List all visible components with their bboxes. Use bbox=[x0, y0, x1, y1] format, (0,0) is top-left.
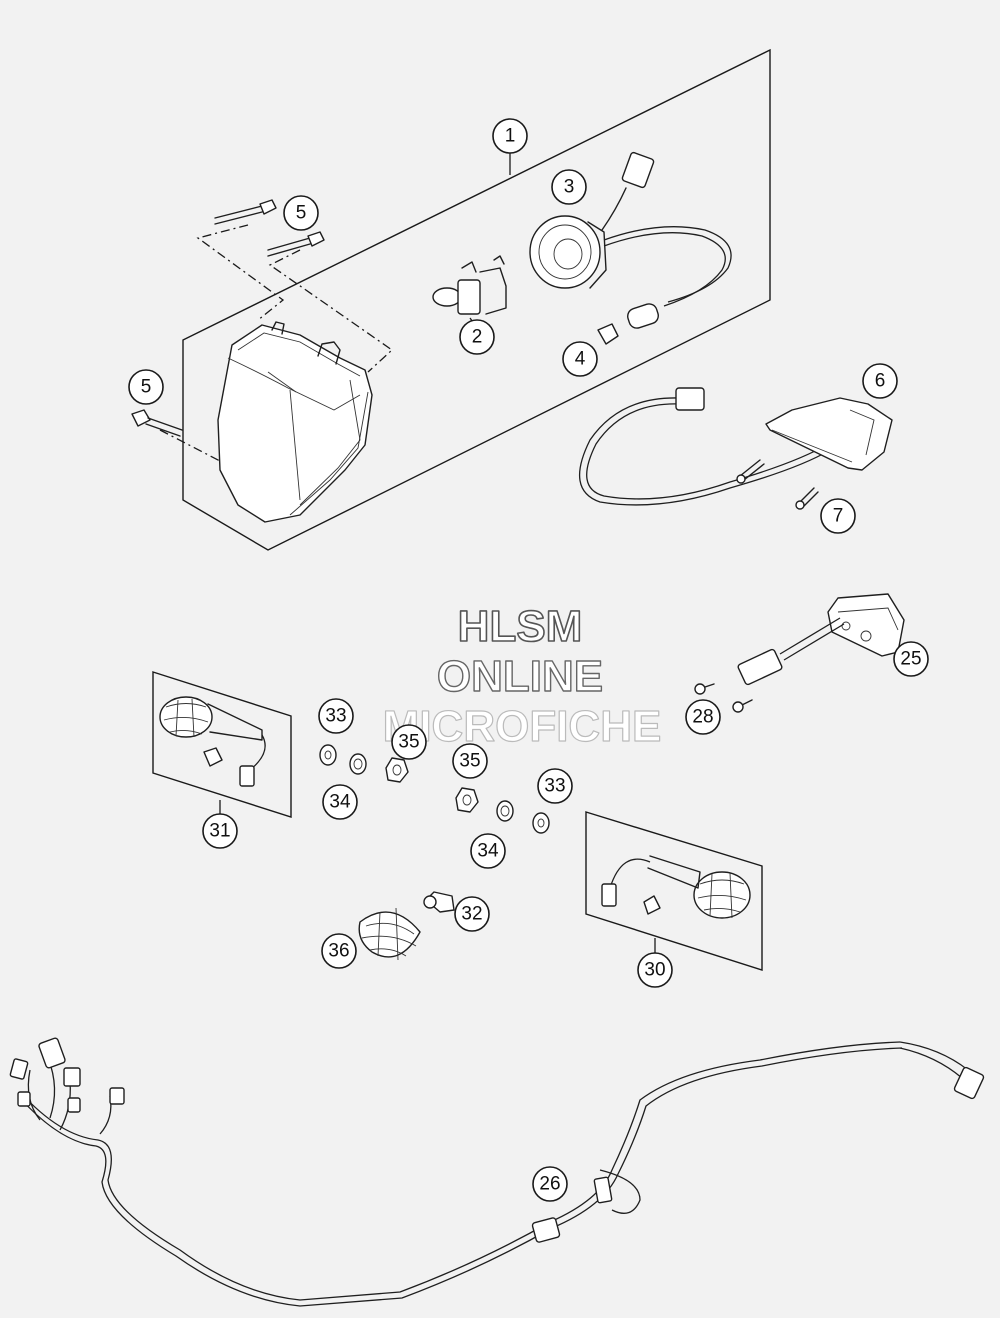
callout-1[interactable]: 1 bbox=[492, 118, 528, 154]
watermark-line-2: ONLINE bbox=[437, 652, 603, 701]
headlight-bulb[interactable] bbox=[432, 255, 507, 326]
callout-4[interactable]: 4 bbox=[562, 341, 598, 377]
callout-33-right[interactable]: 33 bbox=[537, 768, 573, 804]
bolt-upper-2[interactable] bbox=[267, 231, 325, 257]
parking-light-cable[interactable] bbox=[597, 226, 732, 345]
watermark: HLSM ONLINE MICROFICHE bbox=[382, 601, 662, 751]
svg-text:4: 4 bbox=[575, 349, 586, 370]
wiring-harness[interactable] bbox=[9, 1037, 985, 1307]
mounting-dash-lines bbox=[159, 224, 394, 463]
callout-34-left[interactable]: 34 bbox=[322, 784, 358, 820]
screw-part-7-a[interactable] bbox=[736, 459, 765, 484]
turn-signal-left-frame bbox=[152, 671, 292, 818]
bolt-upper-1[interactable] bbox=[214, 199, 277, 225]
bulb-socket[interactable] bbox=[529, 151, 655, 289]
callout-32[interactable]: 32 bbox=[454, 896, 490, 932]
washer-33-left[interactable] bbox=[319, 744, 337, 766]
callout-35-left[interactable]: 35 bbox=[391, 724, 427, 760]
svg-text:28: 28 bbox=[692, 707, 713, 728]
svg-text:36: 36 bbox=[328, 941, 349, 962]
license-plate-light[interactable] bbox=[737, 593, 905, 686]
turn-signal-bulb[interactable] bbox=[423, 891, 455, 913]
callout-36[interactable]: 36 bbox=[321, 933, 357, 969]
watermark-line-3: MICROFICHE bbox=[383, 702, 662, 751]
svg-text:34: 34 bbox=[329, 792, 351, 813]
svg-text:1: 1 bbox=[505, 126, 516, 147]
nut-35-right[interactable] bbox=[455, 787, 479, 813]
callout-3[interactable]: 3 bbox=[551, 169, 587, 205]
svg-text:33: 33 bbox=[325, 706, 346, 727]
headlight-housing[interactable] bbox=[217, 321, 373, 523]
svg-text:35: 35 bbox=[459, 751, 480, 772]
turn-signal-right[interactable] bbox=[601, 855, 751, 919]
callout-6[interactable]: 6 bbox=[862, 363, 898, 399]
turn-signal-right-frame bbox=[585, 811, 763, 971]
lock-washer-34-right[interactable] bbox=[496, 800, 514, 822]
callout-5-lower[interactable]: 5 bbox=[128, 369, 164, 405]
svg-text:5: 5 bbox=[141, 377, 152, 398]
callout-33-left[interactable]: 33 bbox=[318, 698, 354, 734]
screws-part-28[interactable] bbox=[694, 683, 753, 713]
headlight-assembly-frame bbox=[182, 48, 771, 551]
callout-35-right[interactable]: 35 bbox=[452, 743, 488, 779]
callout-30[interactable]: 30 bbox=[637, 952, 673, 988]
svg-text:35: 35 bbox=[398, 732, 419, 753]
washer-33-right[interactable] bbox=[532, 812, 550, 834]
svg-text:26: 26 bbox=[539, 1174, 560, 1195]
callout-26[interactable]: 26 bbox=[532, 1166, 568, 1202]
nut-35-left[interactable] bbox=[385, 757, 409, 783]
callout-25[interactable]: 25 bbox=[893, 641, 929, 677]
svg-text:33: 33 bbox=[544, 776, 565, 797]
svg-text:6: 6 bbox=[875, 371, 886, 392]
svg-text:30: 30 bbox=[644, 960, 665, 981]
svg-text:34: 34 bbox=[477, 841, 499, 862]
watermark-line-1: HLSM bbox=[458, 602, 583, 651]
bolt-lower[interactable] bbox=[131, 409, 183, 437]
callout-28[interactable]: 28 bbox=[685, 699, 721, 735]
svg-text:25: 25 bbox=[900, 649, 921, 670]
screw-part-7-b[interactable] bbox=[795, 487, 819, 510]
svg-text:5: 5 bbox=[296, 203, 307, 224]
callout-34-right[interactable]: 34 bbox=[470, 833, 506, 869]
svg-text:32: 32 bbox=[461, 904, 482, 925]
svg-text:31: 31 bbox=[209, 821, 230, 842]
turn-signal-lens[interactable] bbox=[358, 907, 421, 961]
callout-2[interactable]: 2 bbox=[459, 319, 495, 355]
svg-text:3: 3 bbox=[564, 177, 575, 198]
svg-text:2: 2 bbox=[472, 327, 483, 348]
callout-7[interactable]: 7 bbox=[820, 498, 856, 534]
lock-washer-34-left[interactable] bbox=[349, 753, 367, 775]
turn-signal-left[interactable] bbox=[159, 696, 266, 787]
headlight-cable[interactable] bbox=[578, 387, 831, 506]
svg-text:7: 7 bbox=[833, 506, 844, 527]
callout-5-upper[interactable]: 5 bbox=[283, 195, 319, 231]
callout-31[interactable]: 31 bbox=[202, 813, 238, 849]
parking-light[interactable] bbox=[765, 397, 893, 471]
